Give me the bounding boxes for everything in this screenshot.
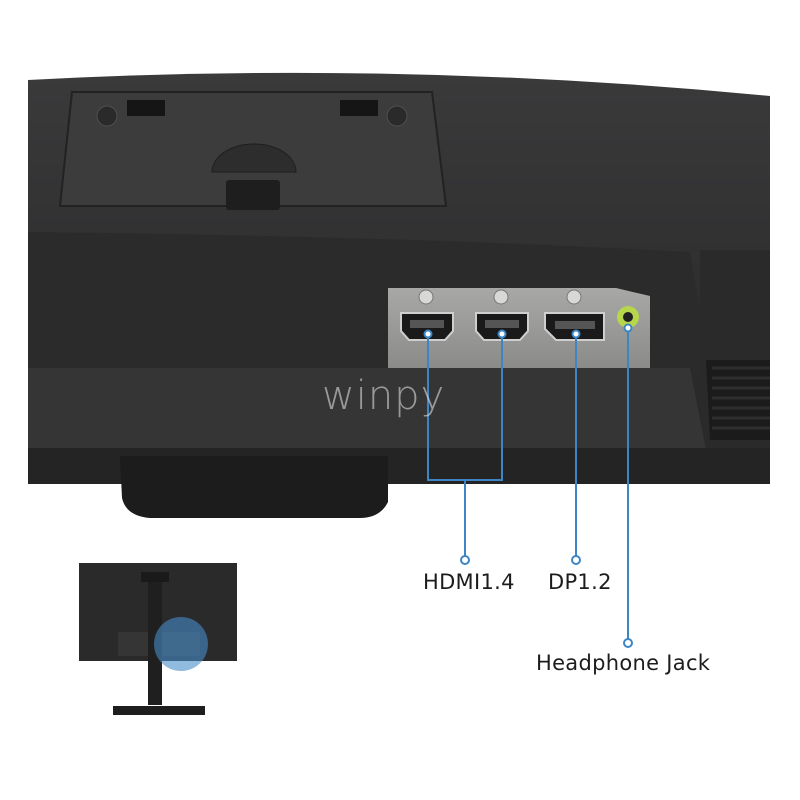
displayport-label: DP1.2 <box>548 570 612 594</box>
callout-dots <box>423 323 633 648</box>
watermark-text: winpy <box>322 373 446 419</box>
port-screws <box>418 289 582 305</box>
bottom-lip <box>28 368 706 450</box>
highlight-circle <box>154 617 208 671</box>
callout-lines <box>427 328 629 643</box>
screw-hole <box>386 105 408 127</box>
stand-base <box>120 456 388 518</box>
vesa-slot <box>340 100 378 116</box>
hdmi-label: HDMI1.4 <box>423 570 515 594</box>
headphone-jack-label: Headphone Jack <box>536 651 711 675</box>
stand-lock <box>226 180 280 210</box>
vesa-slot <box>127 100 165 116</box>
monitor-thumbnail <box>79 563 237 715</box>
screw-hole <box>96 105 118 127</box>
